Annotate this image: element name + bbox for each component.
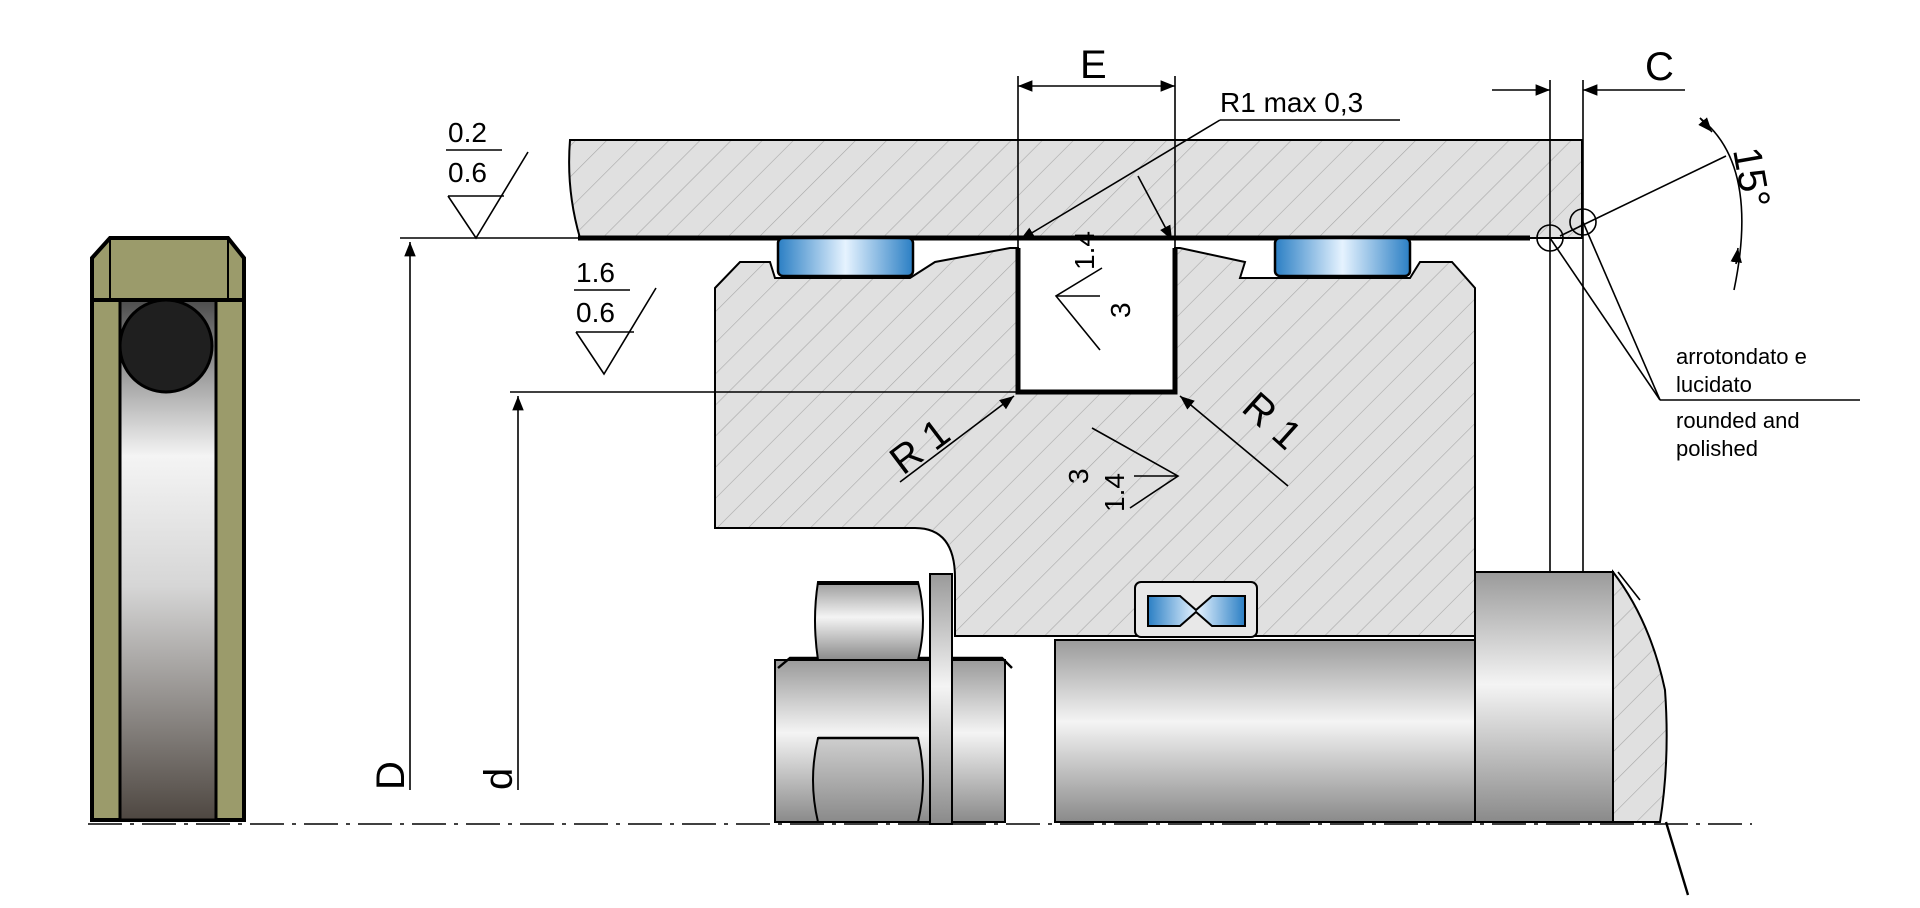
dim-R-groove-label: R1 max 0,3 [1220, 87, 1363, 118]
piston-body [714, 236, 1476, 638]
dim-d-label: d [477, 768, 521, 790]
svg-text:0.6: 0.6 [448, 157, 487, 188]
guide-ring-left [776, 236, 915, 278]
note-it-line2: lucidato [1676, 372, 1752, 397]
note-en-line2: polished [1676, 436, 1758, 461]
svg-text:3: 3 [1063, 468, 1094, 484]
guide-ring-right [1273, 236, 1412, 278]
roughness-piston: 1.6 0.6 [574, 257, 657, 376]
cylinder-bore [568, 139, 1583, 241]
inner-seal [1147, 595, 1246, 627]
roughness-groove-base: 3 1.4 [1063, 427, 1180, 512]
roughness-bore: 0.2 0.6 [446, 117, 529, 240]
dim-C-label: C [1645, 45, 1674, 89]
svg-text:1.4: 1.4 [1099, 473, 1130, 512]
o-ring [118, 298, 214, 394]
seal-cross-section [90, 236, 246, 822]
rod-assembly [774, 569, 1690, 896]
svg-text:1.4: 1.4 [1069, 231, 1100, 270]
svg-text:0.6: 0.6 [576, 297, 615, 328]
svg-text:3: 3 [1105, 302, 1136, 318]
dim-angle-label: 15° [1724, 144, 1778, 211]
note-en-line1: rounded and [1676, 408, 1800, 433]
dim-D-label: D [369, 761, 413, 790]
dim-E-label: E [1080, 43, 1107, 87]
svg-text:0.2: 0.2 [448, 117, 487, 148]
roughness-groove-flank: 1.4 3 [1054, 231, 1136, 351]
svg-text:1.6: 1.6 [576, 257, 615, 288]
note-it-line1: arrotondato e [1676, 344, 1807, 369]
